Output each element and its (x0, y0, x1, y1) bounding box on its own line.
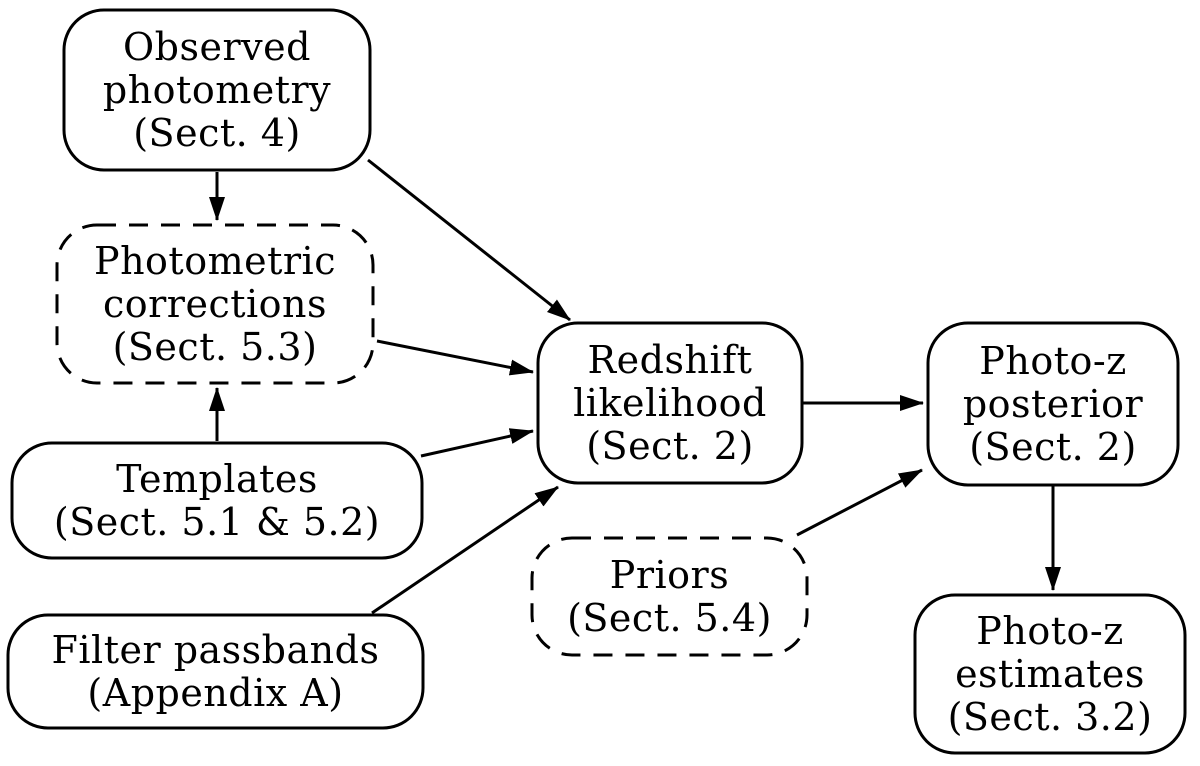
edge-templates-to-redshift-likelihood (420, 428, 534, 458)
node-box-photometric-corrections (55, 223, 375, 385)
edge-photometric-corrections-to-redshift-likelihood (376, 339, 534, 376)
edge-priors-to-photoz-posterior (796, 468, 923, 537)
node-box-redshift-likelihood (536, 321, 804, 485)
node-box-observed-photometry (62, 8, 372, 172)
edge-filter-passbands-to-redshift-likelihood (371, 485, 559, 615)
node-box-photoz-estimates (913, 593, 1187, 755)
edge-observed-photometry-to-redshift-likelihood (367, 158, 571, 322)
node-box-templates (10, 441, 424, 560)
node-box-priors (530, 536, 809, 657)
node-box-photoz-posterior (926, 321, 1180, 487)
node-box-filter-passbands (6, 613, 425, 730)
